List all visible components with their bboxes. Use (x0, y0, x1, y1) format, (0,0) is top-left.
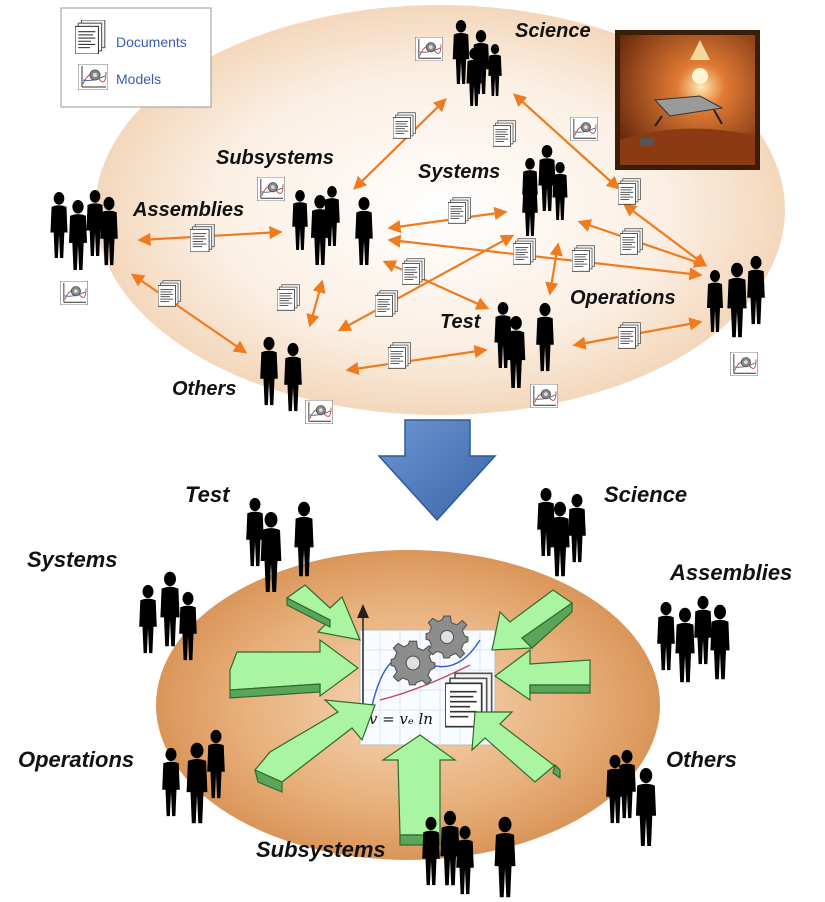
legend-document-icon (75, 20, 106, 54)
label-subsystems-bottom: Subsystems (256, 837, 386, 862)
central-model: Δv = vₑ ln (357, 604, 496, 746)
mars-lander-image (615, 30, 760, 170)
model-chart-icon (60, 281, 88, 305)
label-assemblies-top: Assemblies (132, 199, 244, 221)
model-chart-icon (415, 37, 443, 61)
document-stack-icon (618, 322, 641, 349)
model-chart-icon (570, 117, 598, 141)
label-test-top: Test (440, 311, 482, 333)
document-stack-icon (375, 290, 398, 317)
document-stack-icon (572, 245, 595, 272)
model-chart-icon (305, 400, 333, 424)
green-arrow (254, 699, 376, 783)
document-stack-icon (618, 178, 641, 205)
document-stack-icon (158, 280, 181, 307)
document-stack-icon (388, 342, 411, 369)
group-science-bottom (537, 488, 586, 577)
document-stack-icon (393, 112, 416, 139)
group-assemblies-top (50, 190, 118, 270)
model-chart-icon (257, 177, 285, 201)
document-stack-icon (448, 197, 471, 224)
document-stack-icon (513, 238, 536, 265)
label-operations-bottom: Operations (18, 747, 134, 772)
document-stack-icon (620, 228, 643, 255)
legend-models-label: Models (116, 71, 161, 87)
down-arrow (377, 419, 497, 522)
group-assemblies-bottom (657, 595, 730, 683)
contribution-arrows (229, 584, 591, 846)
legend-documents-label: Documents (116, 34, 187, 50)
label-assemblies-bottom: Assemblies (669, 560, 792, 585)
label-others-bottom: Others (666, 747, 737, 772)
model-chart-icon (730, 352, 758, 376)
label-subsystems-top: Subsystems (216, 147, 334, 169)
green-arrow (471, 711, 561, 783)
green-arrow (381, 734, 457, 836)
label-systems-bottom: Systems (27, 547, 118, 572)
model-chart-icon (530, 384, 558, 408)
legend-model-icon (78, 64, 108, 90)
gears-icon (390, 640, 436, 686)
document-stack-icon (402, 258, 425, 285)
equation-text: Δv = vₑ ln (357, 710, 433, 728)
label-operations-top: Operations (570, 287, 676, 309)
document-stack-icon (190, 224, 215, 252)
group-others-bottom (606, 749, 657, 846)
document-stack-icon (493, 120, 516, 147)
legend-box: Documents Models (60, 7, 212, 108)
label-test-bottom: Test (185, 482, 231, 507)
label-systems-top: Systems (418, 161, 500, 183)
label-science-top: Science (515, 20, 591, 42)
label-others-top: Others (172, 378, 236, 400)
gears-icon (425, 615, 469, 659)
label-science-bottom: Science (604, 482, 687, 507)
document-stack-icon (277, 284, 300, 311)
